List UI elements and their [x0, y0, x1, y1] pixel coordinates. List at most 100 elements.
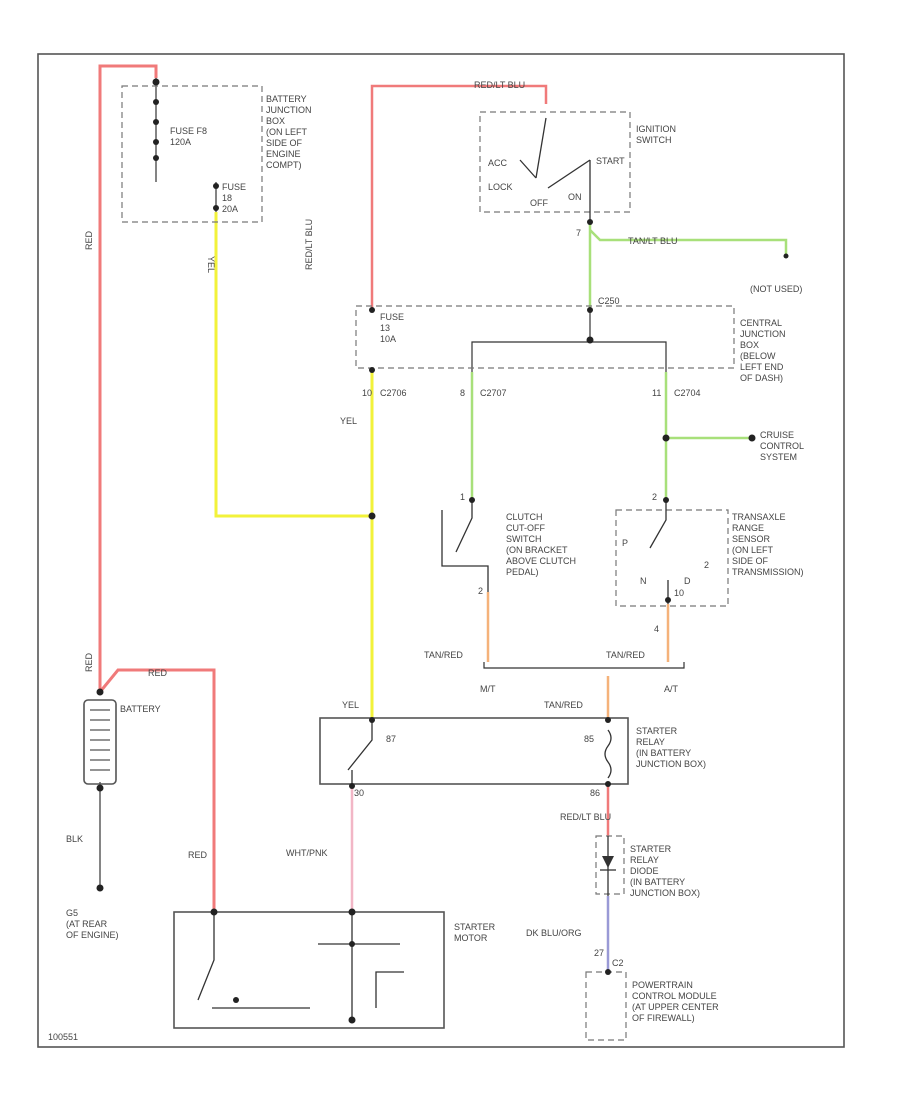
- ignition-line: SWITCH: [636, 135, 672, 145]
- diode-line: RELAY: [630, 855, 659, 865]
- trans-line: SIDE OF: [732, 556, 769, 566]
- central-junction-box: [355, 305, 735, 369]
- pin-27: 27: [594, 948, 604, 958]
- label-wire-yel-1: YEL: [206, 256, 216, 273]
- clutch-line: (ON BRACKET: [506, 545, 568, 555]
- relay-87-label: 87: [386, 734, 396, 744]
- ignition-switch-box: [479, 111, 631, 213]
- central-jbox-line: BOX: [740, 340, 759, 350]
- starter-relay-diode-box: [595, 835, 625, 895]
- trans-n-label: N: [640, 576, 647, 586]
- g-line: (AT REAR: [66, 919, 108, 929]
- mt-label: M/T: [480, 684, 496, 694]
- cruise-line: CONTROL: [760, 441, 804, 451]
- starter-motor-symbol: [197, 912, 404, 1020]
- pin-10: 10: [362, 388, 372, 398]
- ign-acc-label: ACC: [488, 158, 508, 168]
- fuse8-line: 120A: [170, 137, 191, 147]
- ign-on-label: ON: [568, 192, 582, 202]
- wire-yel-fuse18: [214, 212, 372, 518]
- fuse8-line: FUSE F8: [170, 126, 207, 136]
- clutch-line: PEDAL): [506, 567, 539, 577]
- pcm-line: (AT UPPER CENTER: [632, 1002, 719, 1012]
- clutch-line: ABOVE CLUTCH: [506, 556, 576, 566]
- starter-relay-box: [319, 717, 629, 785]
- connector-c250: C250: [598, 296, 620, 306]
- trans-line: (ON LEFT: [732, 545, 774, 555]
- ground-symbol: [96, 884, 104, 892]
- label-wire-tanltblu-2: TAN/LT BLU: [628, 236, 678, 246]
- trans-line: SENSOR: [732, 534, 771, 544]
- ignition-line: IGNITION: [636, 124, 676, 134]
- central-jbox-line: LEFT END: [740, 362, 784, 372]
- wire-red-battery-feed: [98, 64, 158, 692]
- relay-switch-symbol: [347, 718, 612, 788]
- battery-label: BATTERY: [120, 704, 161, 714]
- pcm-line: CONTROL MODULE: [632, 991, 717, 1001]
- fuse18-line: 18: [222, 193, 232, 203]
- battery-jbox-line: ENGINE: [266, 149, 301, 159]
- pin-7: 7: [576, 228, 581, 238]
- at-label: A/T: [664, 684, 679, 694]
- label-wire-tanred-3: TAN/RED: [544, 700, 583, 710]
- battery-junction-box: [121, 85, 263, 223]
- pin-4: 4: [654, 624, 659, 634]
- clutch-line: CLUTCH: [506, 512, 543, 522]
- diode-line: DIODE: [630, 866, 659, 876]
- ign-start-label: START: [596, 156, 625, 166]
- g-line: OF ENGINE): [66, 930, 119, 940]
- label-wire-whtpnk: WHT/PNK: [286, 848, 328, 858]
- trans-line: RANGE: [732, 523, 764, 533]
- relay-86-label: 86: [590, 788, 600, 798]
- wire-red-starter-feed: [98, 668, 216, 912]
- trans-d-label: D: [684, 576, 691, 586]
- label-wire-red-4: RED: [188, 850, 208, 860]
- starter-relay-line: STARTER: [636, 726, 678, 736]
- starter-relay-line: (IN BATTERY: [636, 748, 691, 758]
- trans-p-label: P: [622, 538, 628, 548]
- starter-relay-line: JUNCTION BOX): [636, 759, 706, 769]
- starter-relay-line: RELAY: [636, 737, 665, 747]
- label-wire-blk: BLK: [66, 834, 83, 844]
- fuse13-line: 10A: [380, 334, 396, 344]
- diode-symbol: [600, 836, 616, 896]
- pcm-line: OF FIREWALL): [632, 1013, 695, 1023]
- central-jbox-line: (BELOW: [740, 351, 776, 361]
- transaxle-range-sensor-box: [615, 509, 729, 607]
- trans-line: TRANSMISSION): [732, 567, 804, 577]
- battery-jbox-line: SIDE OF: [266, 138, 303, 148]
- label-wire-red-ltblu: RED/LT BLU: [560, 812, 611, 822]
- label-wire-red-3: RED: [148, 668, 168, 678]
- central-jbox-line: OF DASH): [740, 373, 783, 383]
- not-used-label: (NOT USED): [750, 284, 802, 294]
- diode-line: STARTER: [630, 844, 672, 854]
- pcm-box: [585, 971, 627, 1041]
- fuse13-line: FUSE: [380, 312, 404, 322]
- cruise-line: CRUISE: [760, 430, 794, 440]
- battery-jbox-line: JUNCTION: [266, 105, 312, 115]
- label-wire-dkbluorg: DK BLU/ORG: [526, 928, 582, 938]
- clutch-line: CUT-OFF: [506, 523, 545, 533]
- pcm-connector-code: C2: [612, 958, 624, 968]
- battery-jbox-line: BATTERY: [266, 94, 307, 104]
- connector-c2704: C2704: [674, 388, 701, 398]
- label-wire-redltblu-1: RED/LT BLU: [474, 80, 525, 90]
- label-wire-yel-3: YEL: [342, 700, 359, 710]
- figure-id: 100551: [48, 1032, 78, 1042]
- connector-c2707: C2707: [480, 388, 507, 398]
- relay-30-label: 30: [354, 788, 364, 798]
- fuse18-line: 20A: [222, 204, 238, 214]
- label-wire-redltblu-2: RED/LT BLU: [304, 219, 314, 270]
- label-wire-tanred-2: TAN/RED: [606, 650, 645, 660]
- transaxle-switch-symbol: [649, 500, 669, 604]
- battery-jbox-line: BOX: [266, 116, 285, 126]
- label-wire-yel-2: YEL: [340, 416, 357, 426]
